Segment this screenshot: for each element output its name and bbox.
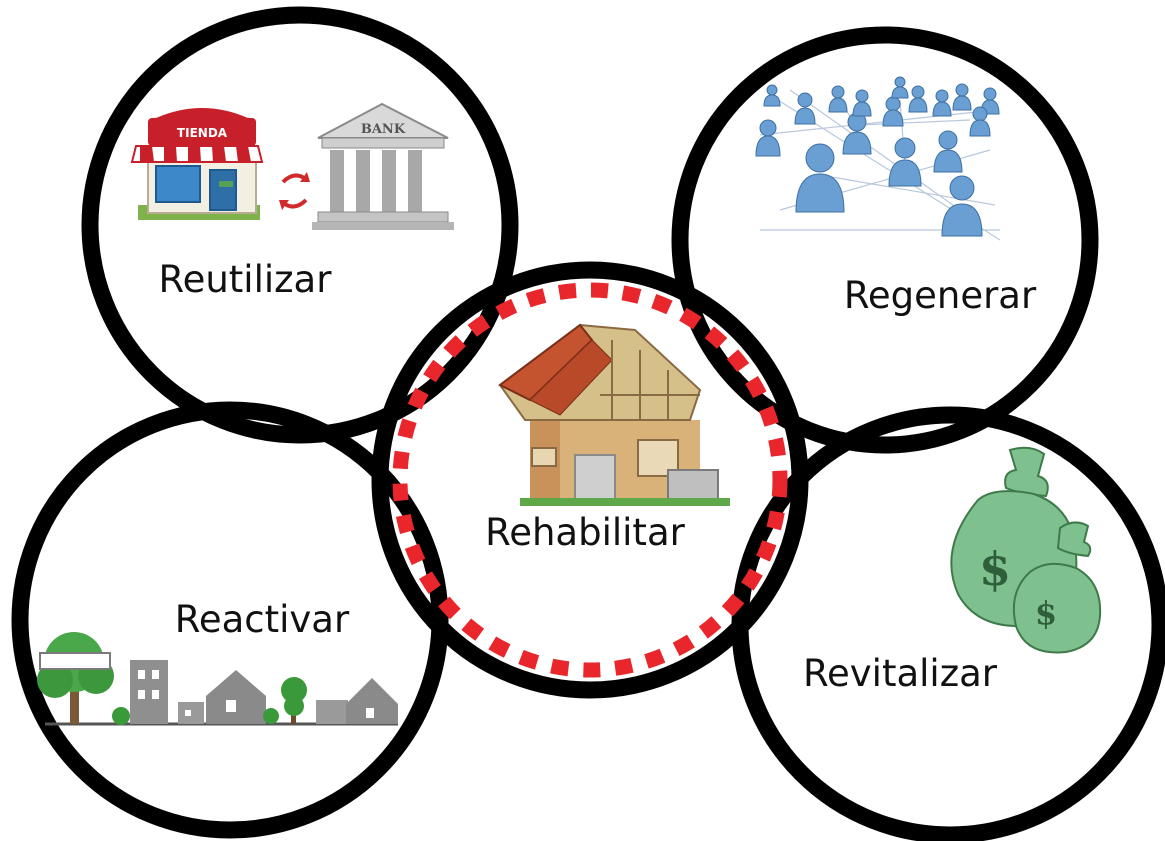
dollar-sign-large: $	[979, 542, 1011, 596]
shop-sign-text: TIENDA	[177, 126, 228, 140]
label-rehabilitar: Rehabilitar	[485, 511, 685, 554]
bank-sign-text: BANK	[361, 122, 406, 137]
money-bags-icon: $ $	[950, 446, 1102, 654]
house-renovation-icon	[498, 323, 730, 506]
bank-icon: BANK	[312, 102, 454, 230]
shop-icon: TIENDA	[130, 108, 264, 220]
exchange-arrows-icon	[279, 172, 310, 210]
label-reutilizar: Reutilizar	[159, 258, 333, 301]
ring-reutilizar	[81, 6, 519, 444]
label-revitalizar: Revitalizar	[803, 652, 998, 695]
ring-rehabilitar	[371, 261, 809, 699]
label-regenerar: Regenerar	[844, 274, 1037, 317]
ring-regenerar	[671, 26, 1099, 454]
people-network-icon	[755, 76, 1001, 241]
city-skyline-icon	[37, 632, 398, 726]
label-reactivar: Reactivar	[175, 598, 350, 641]
dollar-sign-small: $	[1035, 594, 1057, 632]
dashed-ring-rehabilitar	[392, 282, 788, 678]
